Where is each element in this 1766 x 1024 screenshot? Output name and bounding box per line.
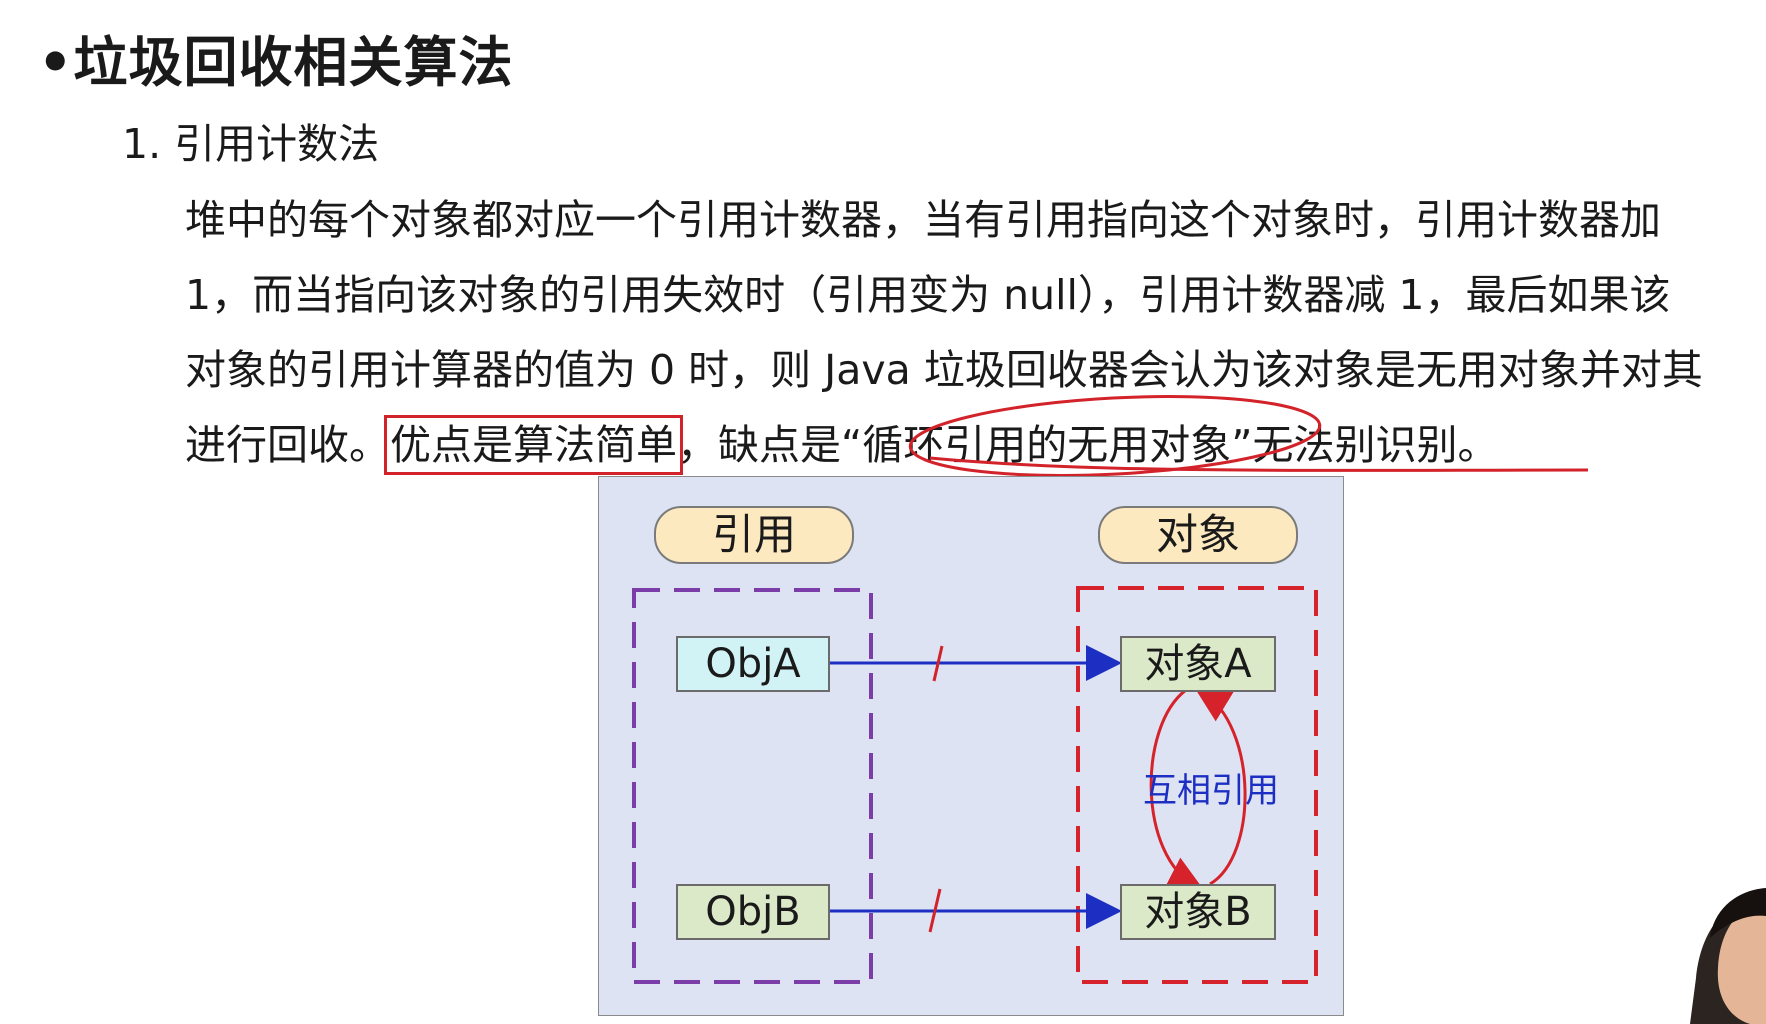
cut-mark-a <box>932 645 944 682</box>
object-a-box: 对象A <box>1120 636 1276 692</box>
paragraph-line-4-end: ，缺点是“循环引用的无用对象”无法别识别。 <box>677 421 1499 469</box>
cut-mark-b <box>928 888 942 933</box>
paragraph-line-2: 1，而当指向该对象的引用失效时（引用变为 null），引用计数器减 1，最后如果… <box>185 271 1671 319</box>
cycle-arrow-to-a <box>1194 687 1247 886</box>
reference-group-outline <box>632 588 873 984</box>
presenter-video-thumbnail <box>1690 828 1766 1024</box>
section-heading: 1. 引用计数法 <box>122 120 380 168</box>
object-b-box: 对象B <box>1120 884 1276 940</box>
paragraph-line-4: 进行回收。优点是算法简单，缺点是“循环引用的无用对象”无法别识别。 <box>185 411 1499 475</box>
mutual-reference-label: 互相引用 <box>1143 771 1279 811</box>
paragraph-line-3: 对象的引用计算器的值为 0 时，则 Java 垃圾回收器会认为该对象是无用对象并… <box>185 346 1703 394</box>
advantage-highlight: 优点是算法简单 <box>384 415 683 475</box>
cycle-arrow-to-b <box>1149 688 1204 891</box>
reference-column-header: 引用 <box>654 506 854 564</box>
reference-counting-diagram: 引用 对象 ObjA ObjB 对象A 对象B 互相引用 <box>598 476 1344 1016</box>
paragraph-line-4-start: 进行回收。 <box>185 421 390 469</box>
objA-box: ObjA <box>676 636 830 692</box>
objB-box: ObjB <box>676 884 830 940</box>
object-column-header: 对象 <box>1098 506 1298 564</box>
page-title: •垃圾回收相关算法 <box>38 31 514 94</box>
paragraph-line-1: 堆中的每个对象都对应一个引用计数器，当有引用指向这个对象时，引用计数器加 <box>185 196 1661 244</box>
